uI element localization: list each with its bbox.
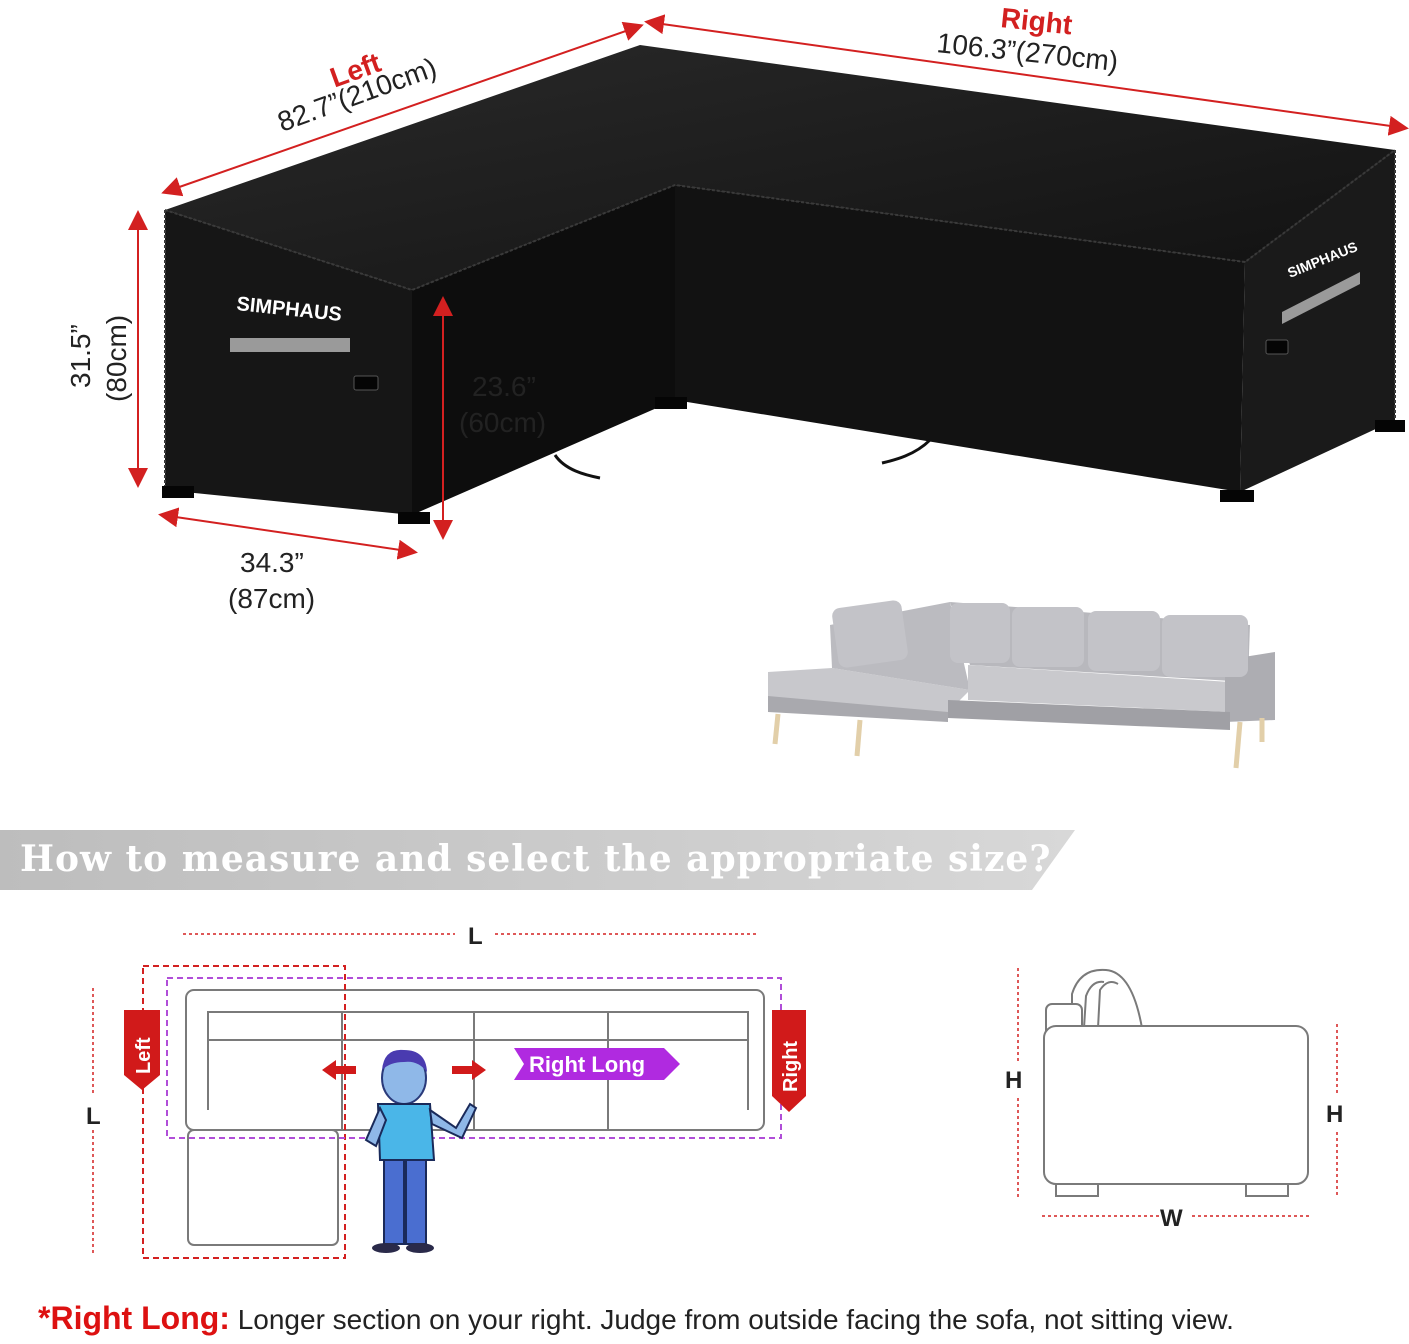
reflective-strip-left bbox=[230, 338, 350, 352]
banner-title: How to measure and select the appropriat… bbox=[20, 838, 1052, 880]
side-sofa-leg bbox=[1245, 1183, 1289, 1197]
reflective-strip-right bbox=[1282, 272, 1360, 324]
footnote-text: Longer section on your right. Judge from… bbox=[229, 1304, 1234, 1335]
right-length-line bbox=[644, 14, 1409, 136]
width-label: W bbox=[1160, 1205, 1183, 1232]
left-tag-label: Left bbox=[133, 1037, 155, 1074]
length-side-label: L bbox=[86, 1103, 101, 1130]
side-sofa-body bbox=[1043, 1025, 1309, 1185]
inner-height-value-line2: (60cm) bbox=[459, 407, 546, 438]
right-label: Right bbox=[999, 2, 1073, 40]
right-long-tag-shape bbox=[514, 1048, 680, 1080]
height-left-label: H bbox=[1005, 1067, 1022, 1094]
drawstring bbox=[553, 454, 601, 480]
depth-line bbox=[158, 507, 418, 560]
right-tag-shape bbox=[772, 1010, 806, 1112]
arrow-left-icon bbox=[322, 1060, 356, 1080]
dimension-lines bbox=[128, 14, 1409, 560]
height-value-line1: 31.5” bbox=[65, 324, 96, 388]
height-value-line2: (80cm) bbox=[101, 315, 132, 402]
foot-clip bbox=[1375, 420, 1405, 432]
top-view-diagram: L L Left Right Right Long bbox=[86, 923, 806, 1259]
side-sofa-leg bbox=[1055, 1183, 1099, 1197]
height-right-label: H bbox=[1326, 1101, 1343, 1128]
arrow-right-icon bbox=[452, 1060, 486, 1080]
grey-sofa-illustration bbox=[768, 600, 1275, 769]
depth-value-line1: 34.3” bbox=[240, 547, 304, 578]
buckle-left bbox=[353, 375, 379, 391]
sofa-cover: SIMPHAUS SIMPHAUS bbox=[162, 45, 1405, 524]
buckle-right bbox=[1265, 339, 1289, 355]
left-length-line bbox=[161, 21, 644, 197]
side-sofa-back-cushion bbox=[1071, 968, 1144, 1029]
right-long-tag-label: Right Long bbox=[529, 1052, 645, 1077]
drawstring bbox=[881, 438, 932, 465]
footnote: *Right Long: Longer section on your righ… bbox=[38, 1300, 1234, 1337]
left-tag-shape bbox=[124, 1010, 160, 1090]
right-tag-label: Right bbox=[780, 1041, 802, 1092]
foot-clip bbox=[398, 512, 430, 524]
section-banner bbox=[0, 830, 1075, 890]
left-section-frame bbox=[142, 965, 346, 1259]
foot-clip bbox=[655, 397, 687, 409]
foot-clip bbox=[1220, 490, 1254, 502]
inner-height-value-line1: 23.6” bbox=[472, 371, 536, 402]
person-icon bbox=[364, 1049, 478, 1253]
side-view-diagram: H H W bbox=[1005, 968, 1343, 1232]
sofa-outline-chaise bbox=[187, 1129, 339, 1246]
footnote-lead: *Right Long: bbox=[38, 1300, 230, 1336]
depth-value-line2: (87cm) bbox=[228, 583, 315, 614]
length-top-label: L bbox=[468, 923, 483, 950]
foot-clip bbox=[162, 486, 194, 498]
